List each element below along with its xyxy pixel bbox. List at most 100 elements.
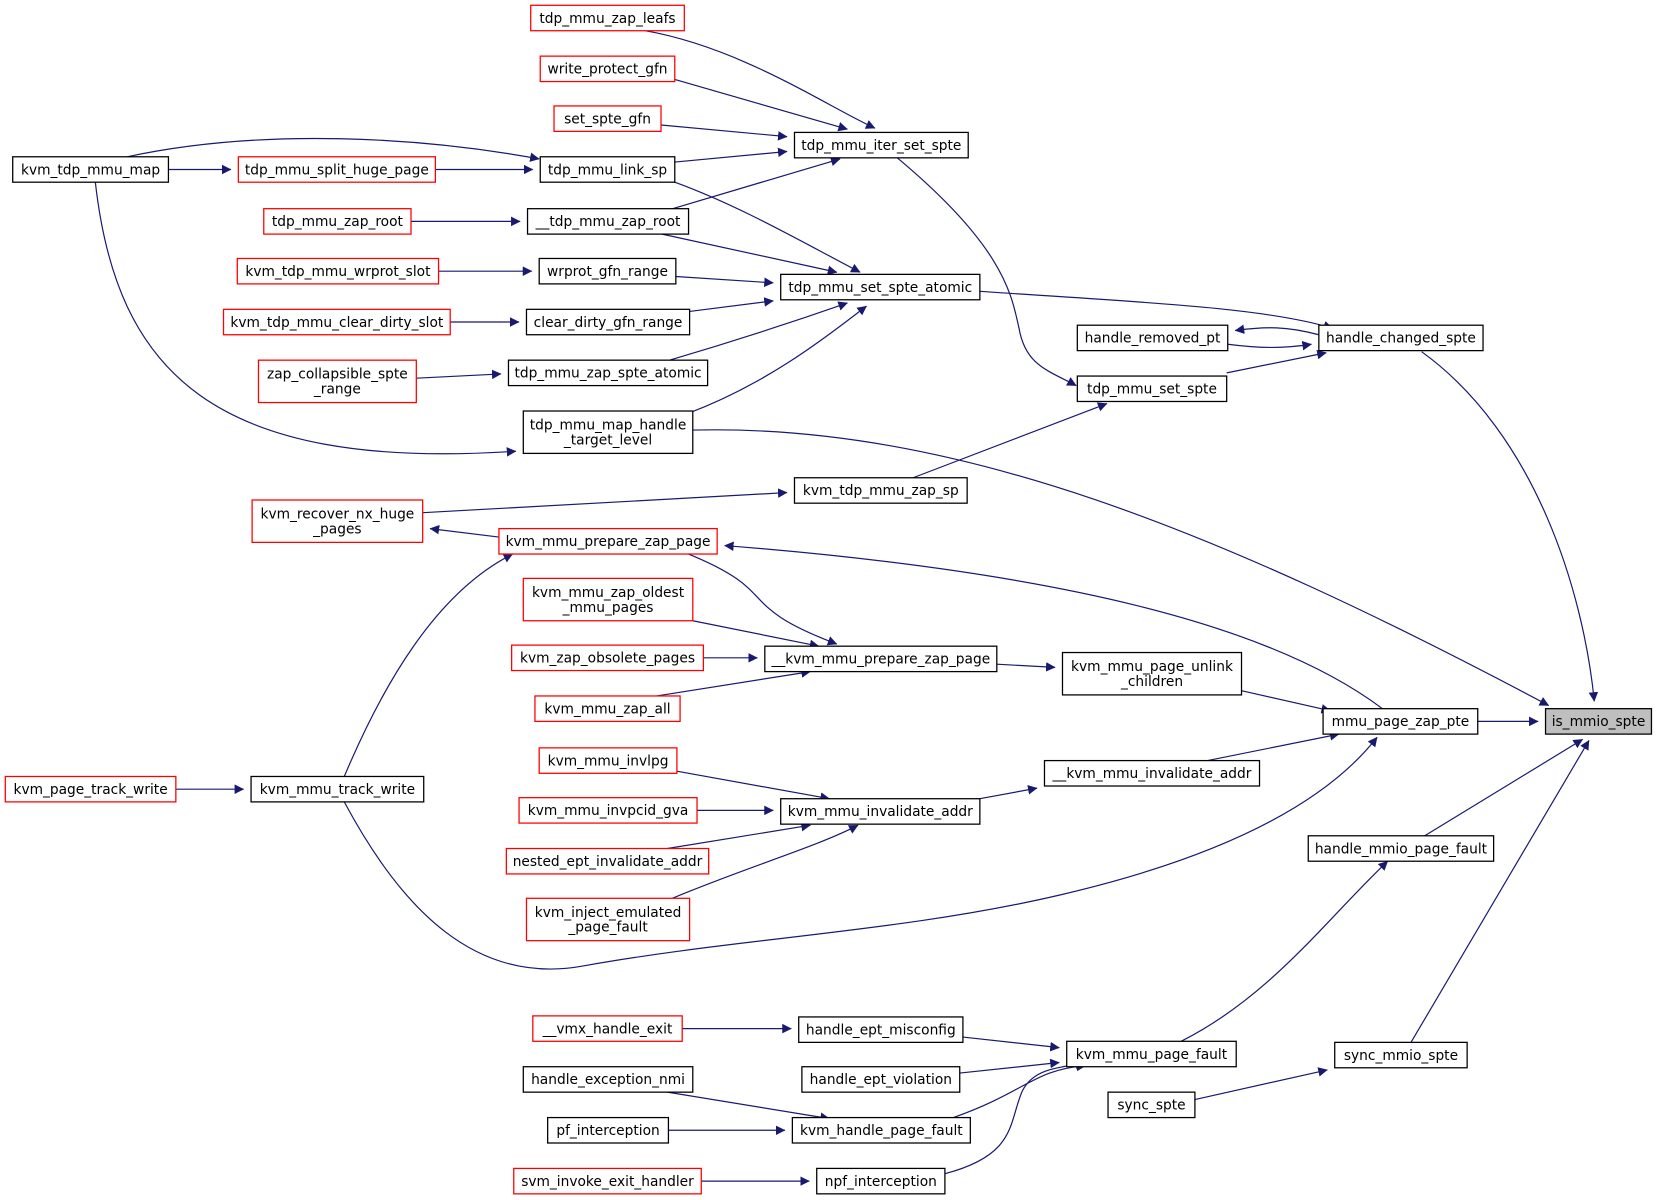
node-npf_interception[interactable]: npf_interception <box>816 1167 946 1195</box>
node-__vmx_handle_exit[interactable]: __vmx_handle_exit <box>532 1015 683 1042</box>
node-box <box>530 4 685 32</box>
node-box <box>801 1066 961 1093</box>
edge-kvm_handle_page_fault-to-kvm_mmu_page_fault <box>953 1061 1087 1118</box>
node-handle_exception_nmi[interactable]: handle_exception_nmi <box>522 1066 694 1093</box>
node-pf_interception[interactable]: pf_interception <box>547 1116 670 1144</box>
edge-write_protect_gfn-to-tdp_mmu_iter_set_spte <box>675 79 848 132</box>
node-box <box>222 308 451 336</box>
node-box <box>525 897 691 942</box>
node-label: set_spte_gfn <box>564 111 651 127</box>
node-kvm_tdp_mmu_zap_sp[interactable]: kvm_tdp_mmu_zap_sp <box>793 477 968 504</box>
node-box <box>237 156 437 183</box>
node-handle_mmio_page_fault[interactable]: handle_mmio_page_fault <box>1307 835 1495 862</box>
edge-tdp_mmu_set_spte-to-handle_changed_spte <box>1227 349 1327 373</box>
node-kvm_mmu_prepare_zap_page[interactable]: kvm_mmu_prepare_zap_page <box>498 527 718 555</box>
node-tdp_mmu_set_spte_atomic[interactable]: tdp_mmu_set_spte_atomic <box>780 273 981 301</box>
node-set_spte_gfn[interactable]: set_spte_gfn <box>553 105 662 132</box>
node-box <box>498 527 718 555</box>
node-kvm_mmu_invalidate_addr[interactable]: kvm_mmu_invalidate_addr <box>780 798 981 825</box>
node-label: _target_level <box>563 432 652 448</box>
node-kvm_mmu_zap_all[interactable]: kvm_mmu_zap_all <box>534 695 681 723</box>
node-box <box>532 1015 683 1042</box>
node-handle_changed_spte[interactable]: handle_changed_spte <box>1318 324 1484 352</box>
node-label: write_protect_gfn <box>547 62 667 78</box>
node-label: kvm_mmu_prepare_zap_page <box>506 534 711 550</box>
node-box <box>539 55 676 83</box>
node-box <box>791 1116 971 1144</box>
node-kvm_recover_nx_huge_pages[interactable]: kvm_recover_nx_huge_pages <box>251 499 424 544</box>
node-kvm_zap_obsolete_pages[interactable]: kvm_zap_obsolete_pages <box>511 644 705 672</box>
edge-handle_ept_misconfig-to-kvm_mmu_page_fault <box>963 1037 1060 1052</box>
node-label: kvm_mmu_invalidate_addr <box>788 804 973 820</box>
node-label: _pages <box>312 521 361 537</box>
node-sync_mmio_spte[interactable]: sync_mmio_spte <box>1334 1041 1468 1069</box>
node-zap_collapsible_spte_range[interactable]: zap_collapsible_spte_range <box>257 359 417 404</box>
node-label: kvm_mmu_page_fault <box>1076 1047 1228 1063</box>
node-label: kvm_inject_emulated <box>535 905 682 921</box>
node-handle_ept_violation[interactable]: handle_ept_violation <box>801 1066 961 1093</box>
node-label: _mmu_pages <box>562 600 654 616</box>
node-kvm_mmu_track_write[interactable]: kvm_mmu_track_write <box>250 775 425 803</box>
node-box <box>780 273 981 301</box>
node-label: kvm_mmu_invpcid_gva <box>528 803 689 819</box>
node-label: kvm_mmu_page_unlink <box>1071 659 1233 675</box>
node-box <box>263 208 412 235</box>
edge-mmu_page_zap_pte-to-kvm_mmu_prepare_zap_page <box>724 541 1383 709</box>
node-kvm_tdp_mmu_clear_dirty_slot[interactable]: kvm_tdp_mmu_clear_dirty_slot <box>222 308 451 336</box>
node-tdp_mmu_set_spte[interactable]: tdp_mmu_set_spte <box>1076 375 1228 403</box>
edge-kvm_mmu_prepare_zap_page-to-kvm_recover_nx_huge_pages <box>429 524 499 537</box>
node-label: kvm_tdp_mmu_zap_sp <box>803 483 959 499</box>
node-kvm_mmu_page_fault[interactable]: kvm_mmu_page_fault <box>1066 1040 1237 1068</box>
node-mmu_page_zap_pte[interactable]: mmu_page_zap_pte <box>1322 708 1479 735</box>
node-kvm_mmu_zap_oldest_mmu_pages[interactable]: kvm_mmu_zap_oldest_mmu_pages <box>522 577 694 622</box>
node-box <box>1318 324 1484 352</box>
node-label: zap_collapsible_spte <box>267 367 408 383</box>
node-kvm_tdp_mmu_wrprot_slot[interactable]: kvm_tdp_mmu_wrprot_slot <box>236 257 440 285</box>
node-handle_ept_misconfig[interactable]: handle_ept_misconfig <box>798 1016 964 1043</box>
edge-tdp_mmu_map_handle_target_level-to-is_mmio_spte <box>693 430 1550 706</box>
node-nested_ept_invalidate_addr[interactable]: nested_ept_invalidate_addr <box>505 847 710 875</box>
node-kvm_mmu_page_unlink_children[interactable]: kvm_mmu_page_unlink_children <box>1061 651 1243 696</box>
node-tdp_mmu_zap_root[interactable]: tdp_mmu_zap_root <box>263 208 412 235</box>
node-__kvm_mmu_prepare_zap_page[interactable]: __kvm_mmu_prepare_zap_page <box>764 645 998 673</box>
node-kvm_handle_page_fault[interactable]: kvm_handle_page_fault <box>791 1116 971 1144</box>
node-box <box>1061 651 1243 696</box>
node-kvm_inject_emulated_page_fault[interactable]: kvm_inject_emulated_page_fault <box>525 897 691 942</box>
node-clear_dirty_gfn_range[interactable]: clear_dirty_gfn_range <box>525 308 691 336</box>
node-tdp_mmu_map_handle_target_level[interactable]: tdp_mmu_map_handle_target_level <box>522 410 694 455</box>
node-box <box>539 156 676 183</box>
node-svm_invoke_exit_handler[interactable]: svm_invoke_exit_handler <box>513 1167 702 1195</box>
node-label: kvm_mmu_zap_all <box>544 701 670 717</box>
node-box <box>505 847 710 875</box>
node-label: handle_ept_misconfig <box>806 1022 956 1038</box>
node-write_protect_gfn[interactable]: write_protect_gfn <box>539 55 676 83</box>
nodes: is_mmio_spte handle_changed_spte mmu_page_… <box>4 4 1653 1195</box>
node-kvm_mmu_invpcid_gva[interactable]: kvm_mmu_invpcid_gva <box>518 797 698 824</box>
node-kvm_mmu_invlpg[interactable]: kvm_mmu_invlpg <box>538 747 678 774</box>
edge-kvm_mmu_invlpg-to-kvm_mmu_invalidate_addr <box>677 771 830 802</box>
node-box <box>547 1116 670 1144</box>
node-box <box>534 695 681 723</box>
node-kvm_tdp_mmu_map[interactable]: kvm_tdp_mmu_map <box>12 156 170 183</box>
node-label: __tdp_mmu_zap_root <box>535 214 681 230</box>
node-sync_spte[interactable]: sync_spte <box>1107 1091 1196 1119</box>
node-kvm_page_track_write[interactable]: kvm_page_track_write <box>4 775 177 803</box>
node-__kvm_mmu_invalidate_addr[interactable]: __kvm_mmu_invalidate_addr <box>1043 759 1261 787</box>
node-box <box>1322 708 1479 735</box>
edge-handle_ept_violation-to-kvm_mmu_page_fault <box>960 1058 1060 1073</box>
edge-nested_ept_invalidate_addr-to-kvm_mmu_invalidate_addr <box>667 821 811 848</box>
node-tdp_mmu_zap_leafs[interactable]: tdp_mmu_zap_leafs <box>530 4 685 32</box>
node-wrprot_gfn_range[interactable]: wrprot_gfn_range <box>538 257 677 285</box>
edge-npf_interception-to-kvm_mmu_page_fault <box>945 1060 1086 1174</box>
node-tdp_mmu_iter_set_spte[interactable]: tdp_mmu_iter_set_spte <box>793 131 969 159</box>
node-tdp_mmu_link_sp[interactable]: tdp_mmu_link_sp <box>539 156 676 183</box>
node-label: handle_removed_pt <box>1085 331 1221 347</box>
edge-handle_removed_pt-to-handle_changed_spte <box>1228 340 1312 351</box>
node-handle_removed_pt[interactable]: handle_removed_pt <box>1076 324 1229 352</box>
node-__tdp_mmu_zap_root[interactable]: __tdp_mmu_zap_root <box>526 208 690 235</box>
node-is_mmio_spte[interactable]: is_mmio_spte <box>1544 708 1653 735</box>
edge-tdp_mmu_link_sp-to-tdp_mmu_set_spte_atomic <box>675 182 861 272</box>
node-label: wrprot_gfn_range <box>547 264 668 280</box>
node-tdp_mmu_zap_spte_atomic[interactable]: tdp_mmu_zap_spte_atomic <box>507 359 709 387</box>
node-tdp_mmu_split_huge_page[interactable]: tdp_mmu_split_huge_page <box>237 156 437 183</box>
